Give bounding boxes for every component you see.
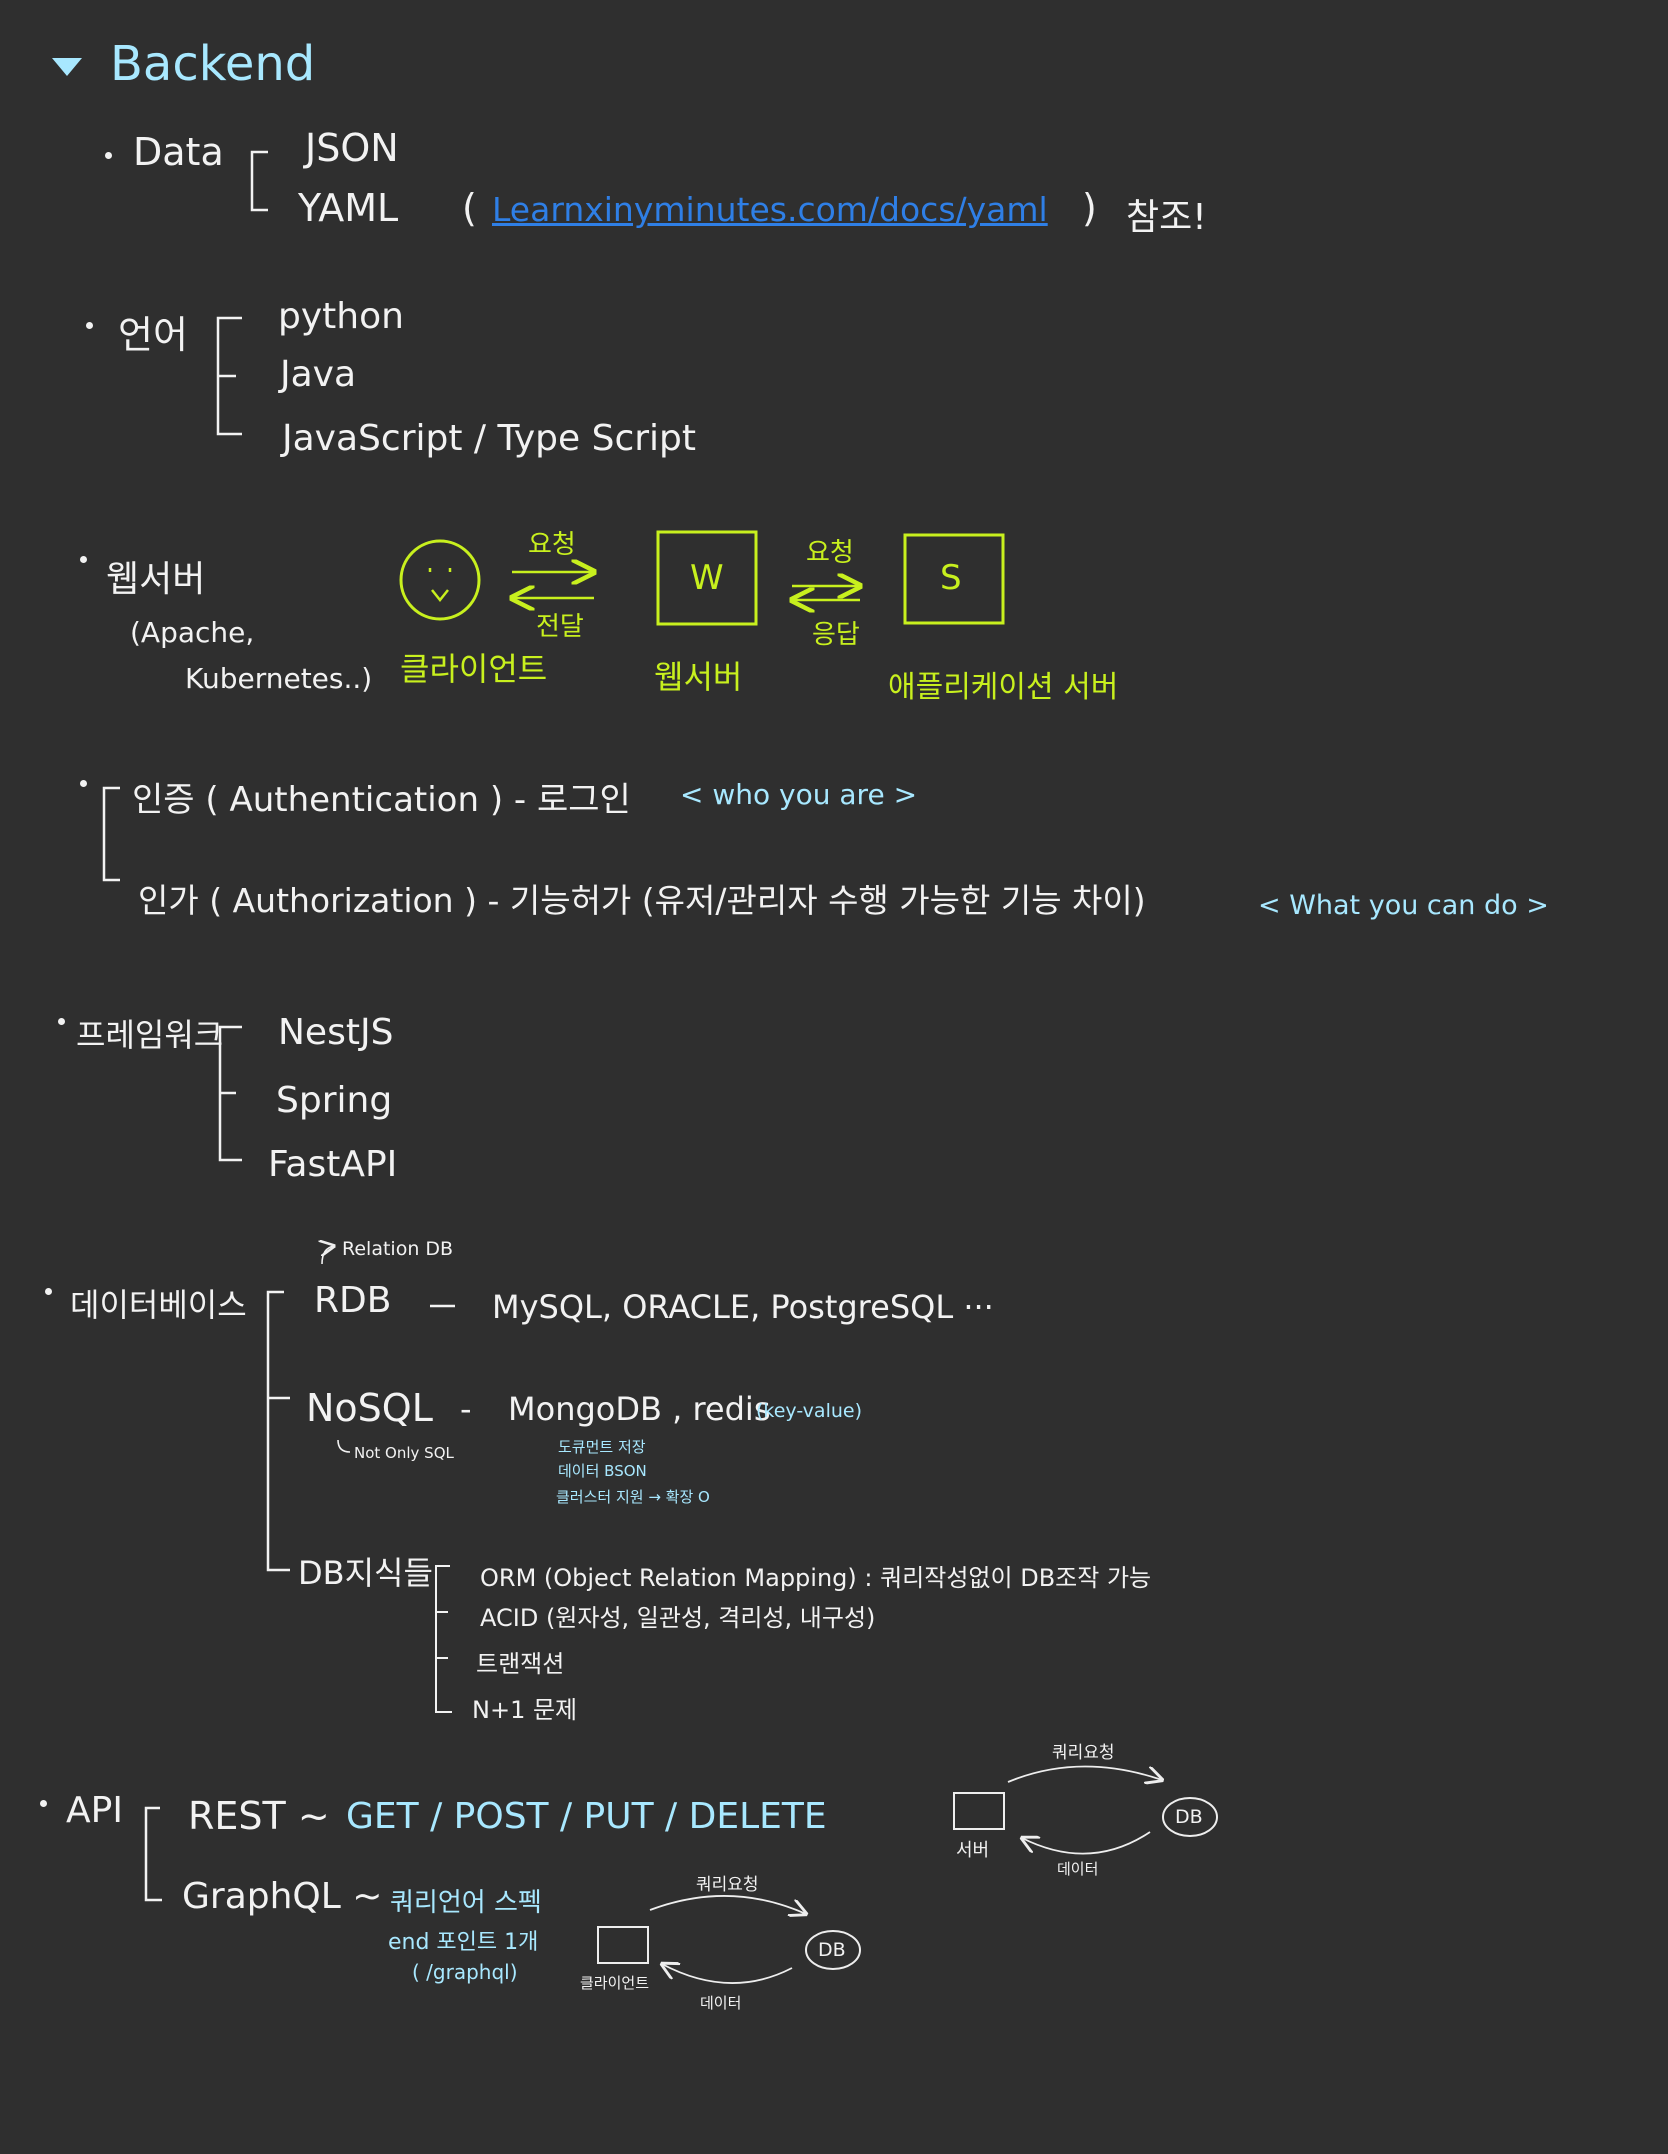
nosql-label: NoSQL: [306, 1386, 433, 1430]
knowledge-bracket: [435, 1565, 452, 1713]
authorization-text: 인가 ( Authorization ) - 기능허가 (유저/관리자 수행 가…: [138, 881, 1146, 920]
graphql-request-arrow: [649, 1895, 806, 1914]
data-item-yaml: YAML: [298, 186, 399, 230]
paren-open: (: [462, 186, 477, 230]
bullet: [105, 152, 112, 159]
nosql-dash: -: [460, 1390, 472, 1428]
bullet: [80, 780, 87, 787]
nosql-note: Not Only SQL: [354, 1444, 454, 1462]
nosql-note-hook: [337, 1439, 351, 1453]
rdb-note: Relation DB: [342, 1238, 454, 1260]
graphql-request-label: 쿼리요청: [696, 1875, 759, 1895]
client-label: 클라이언트: [400, 650, 548, 688]
page-title: Backend: [110, 36, 316, 92]
framework-item-nestjs: NestJS: [278, 1012, 394, 1053]
triangle-down-icon[interactable]: [52, 58, 82, 76]
server-label: 서버: [956, 1840, 990, 1861]
rest-data-arrow: [1022, 1831, 1151, 1855]
api-label: API: [66, 1790, 123, 1831]
webserver-box: [656, 530, 758, 626]
rest-methods: GET / POST / PUT / DELETE: [346, 1796, 827, 1837]
client-smiley-icon: [399, 539, 481, 621]
authentication-text: 인증 ( Authentication ) - 로그인: [132, 780, 631, 820]
api-bracket: [144, 1806, 162, 1902]
framework-bracket: [218, 1025, 242, 1162]
webserver-diagram-label: 웹서버: [654, 658, 743, 696]
nosql-examples: MongoDB , redis: [508, 1390, 771, 1428]
data-item-json: JSON: [305, 126, 399, 170]
redis-note: (key-value): [756, 1400, 862, 1422]
reference-note: 참조!: [1126, 197, 1207, 238]
language-label: 언어: [118, 313, 188, 357]
rdb-note-arrow: [322, 1246, 334, 1265]
rest-request-arrow: [1007, 1765, 1162, 1782]
rest-request-label: 쿼리요청: [1052, 1743, 1115, 1763]
knowledge-item-acid: ACID (원자성, 일관성, 격리성, 내구성): [480, 1604, 876, 1632]
graphql-label: GraphQL ~: [182, 1876, 383, 1917]
client-diagram-label: 클라이언트: [580, 1974, 650, 1992]
rest-db-label: DB: [1175, 1806, 1203, 1828]
data-bracket: [250, 150, 268, 212]
data-label: Data: [133, 130, 224, 174]
rest-db-ellipse: [1162, 1797, 1218, 1837]
appserver-box: [903, 533, 1005, 625]
language-item-python: python: [278, 296, 404, 337]
appserver-label: 애플리케이션 서버: [888, 670, 1119, 705]
framework-item-fastapi: FastAPI: [268, 1144, 398, 1185]
mongo-note-3: 클러스터 지원 → 확장 O: [556, 1488, 710, 1506]
mongo-note-1: 도큐먼트 저장: [558, 1438, 646, 1456]
knowledge-item-transaction: 트랜잭션: [476, 1650, 565, 1678]
rdb-label: RDB: [314, 1280, 392, 1321]
bullet: [40, 1800, 47, 1807]
server-box: [953, 1792, 1005, 1830]
rest-label: REST ~: [188, 1794, 330, 1838]
rest-data-label: 데이터: [1057, 1860, 1099, 1878]
request-label-2: 요청: [806, 538, 854, 568]
webserver-examples-1: (Apache,: [130, 616, 255, 649]
framework-item-spring: Spring: [276, 1080, 393, 1121]
knowledge-item-orm: ORM (Object Relation Mapping) : 쿼리작성없이 D…: [480, 1564, 1152, 1592]
db-knowledge-label: DB지식들: [298, 1554, 433, 1592]
auth-bracket: [102, 786, 120, 882]
client-box: [597, 1926, 649, 1964]
yaml-docs-link[interactable]: Learnxinyminutes.com/docs/yaml: [492, 190, 1048, 229]
language-item-javascript: JavaScript / Type Script: [282, 418, 697, 459]
graphql-note-1: 쿼리언어 스펙: [390, 1888, 542, 1918]
language-item-java: Java: [280, 354, 357, 395]
webserver-box-letter: W: [690, 558, 724, 598]
bullet: [80, 556, 87, 563]
graphql-data-arrow: [662, 1964, 793, 1984]
database-label: 데이터베이스: [70, 1286, 247, 1324]
database-bracket: [266, 1290, 290, 1572]
paren-close: ): [1082, 186, 1097, 230]
webserver-label: 웹서버: [106, 559, 206, 600]
graphql-data-label: 데이터: [700, 1994, 742, 2012]
mongo-note-2: 데이터 BSON: [558, 1462, 647, 1480]
rdb-examples: MySQL, ORACLE, PostgreSQL ···: [492, 1288, 994, 1326]
graphql-db-label: DB: [818, 1939, 846, 1961]
graphql-note-2: end 포인트 1개: [388, 1930, 539, 1955]
response-label: 응답: [812, 620, 860, 650]
bullet: [45, 1288, 52, 1295]
webserver-examples-2: Kubernetes..): [185, 662, 373, 695]
authentication-note: < who you are >: [680, 778, 918, 811]
graphql-db-ellipse: [805, 1930, 861, 1970]
authorization-note: < What you can do >: [1258, 890, 1549, 921]
deliver-label: 전달: [536, 612, 584, 642]
language-bracket: [216, 316, 242, 436]
request-label-1: 요청: [528, 530, 576, 560]
framework-label: 프레임워크: [76, 1016, 224, 1054]
bullet: [58, 1018, 65, 1025]
bullet: [86, 322, 93, 329]
appserver-box-letter: S: [940, 558, 962, 598]
knowledge-item-n-plus-one: N+1 문제: [472, 1696, 578, 1724]
graphql-note-3: ( /graphql): [412, 1960, 518, 1984]
